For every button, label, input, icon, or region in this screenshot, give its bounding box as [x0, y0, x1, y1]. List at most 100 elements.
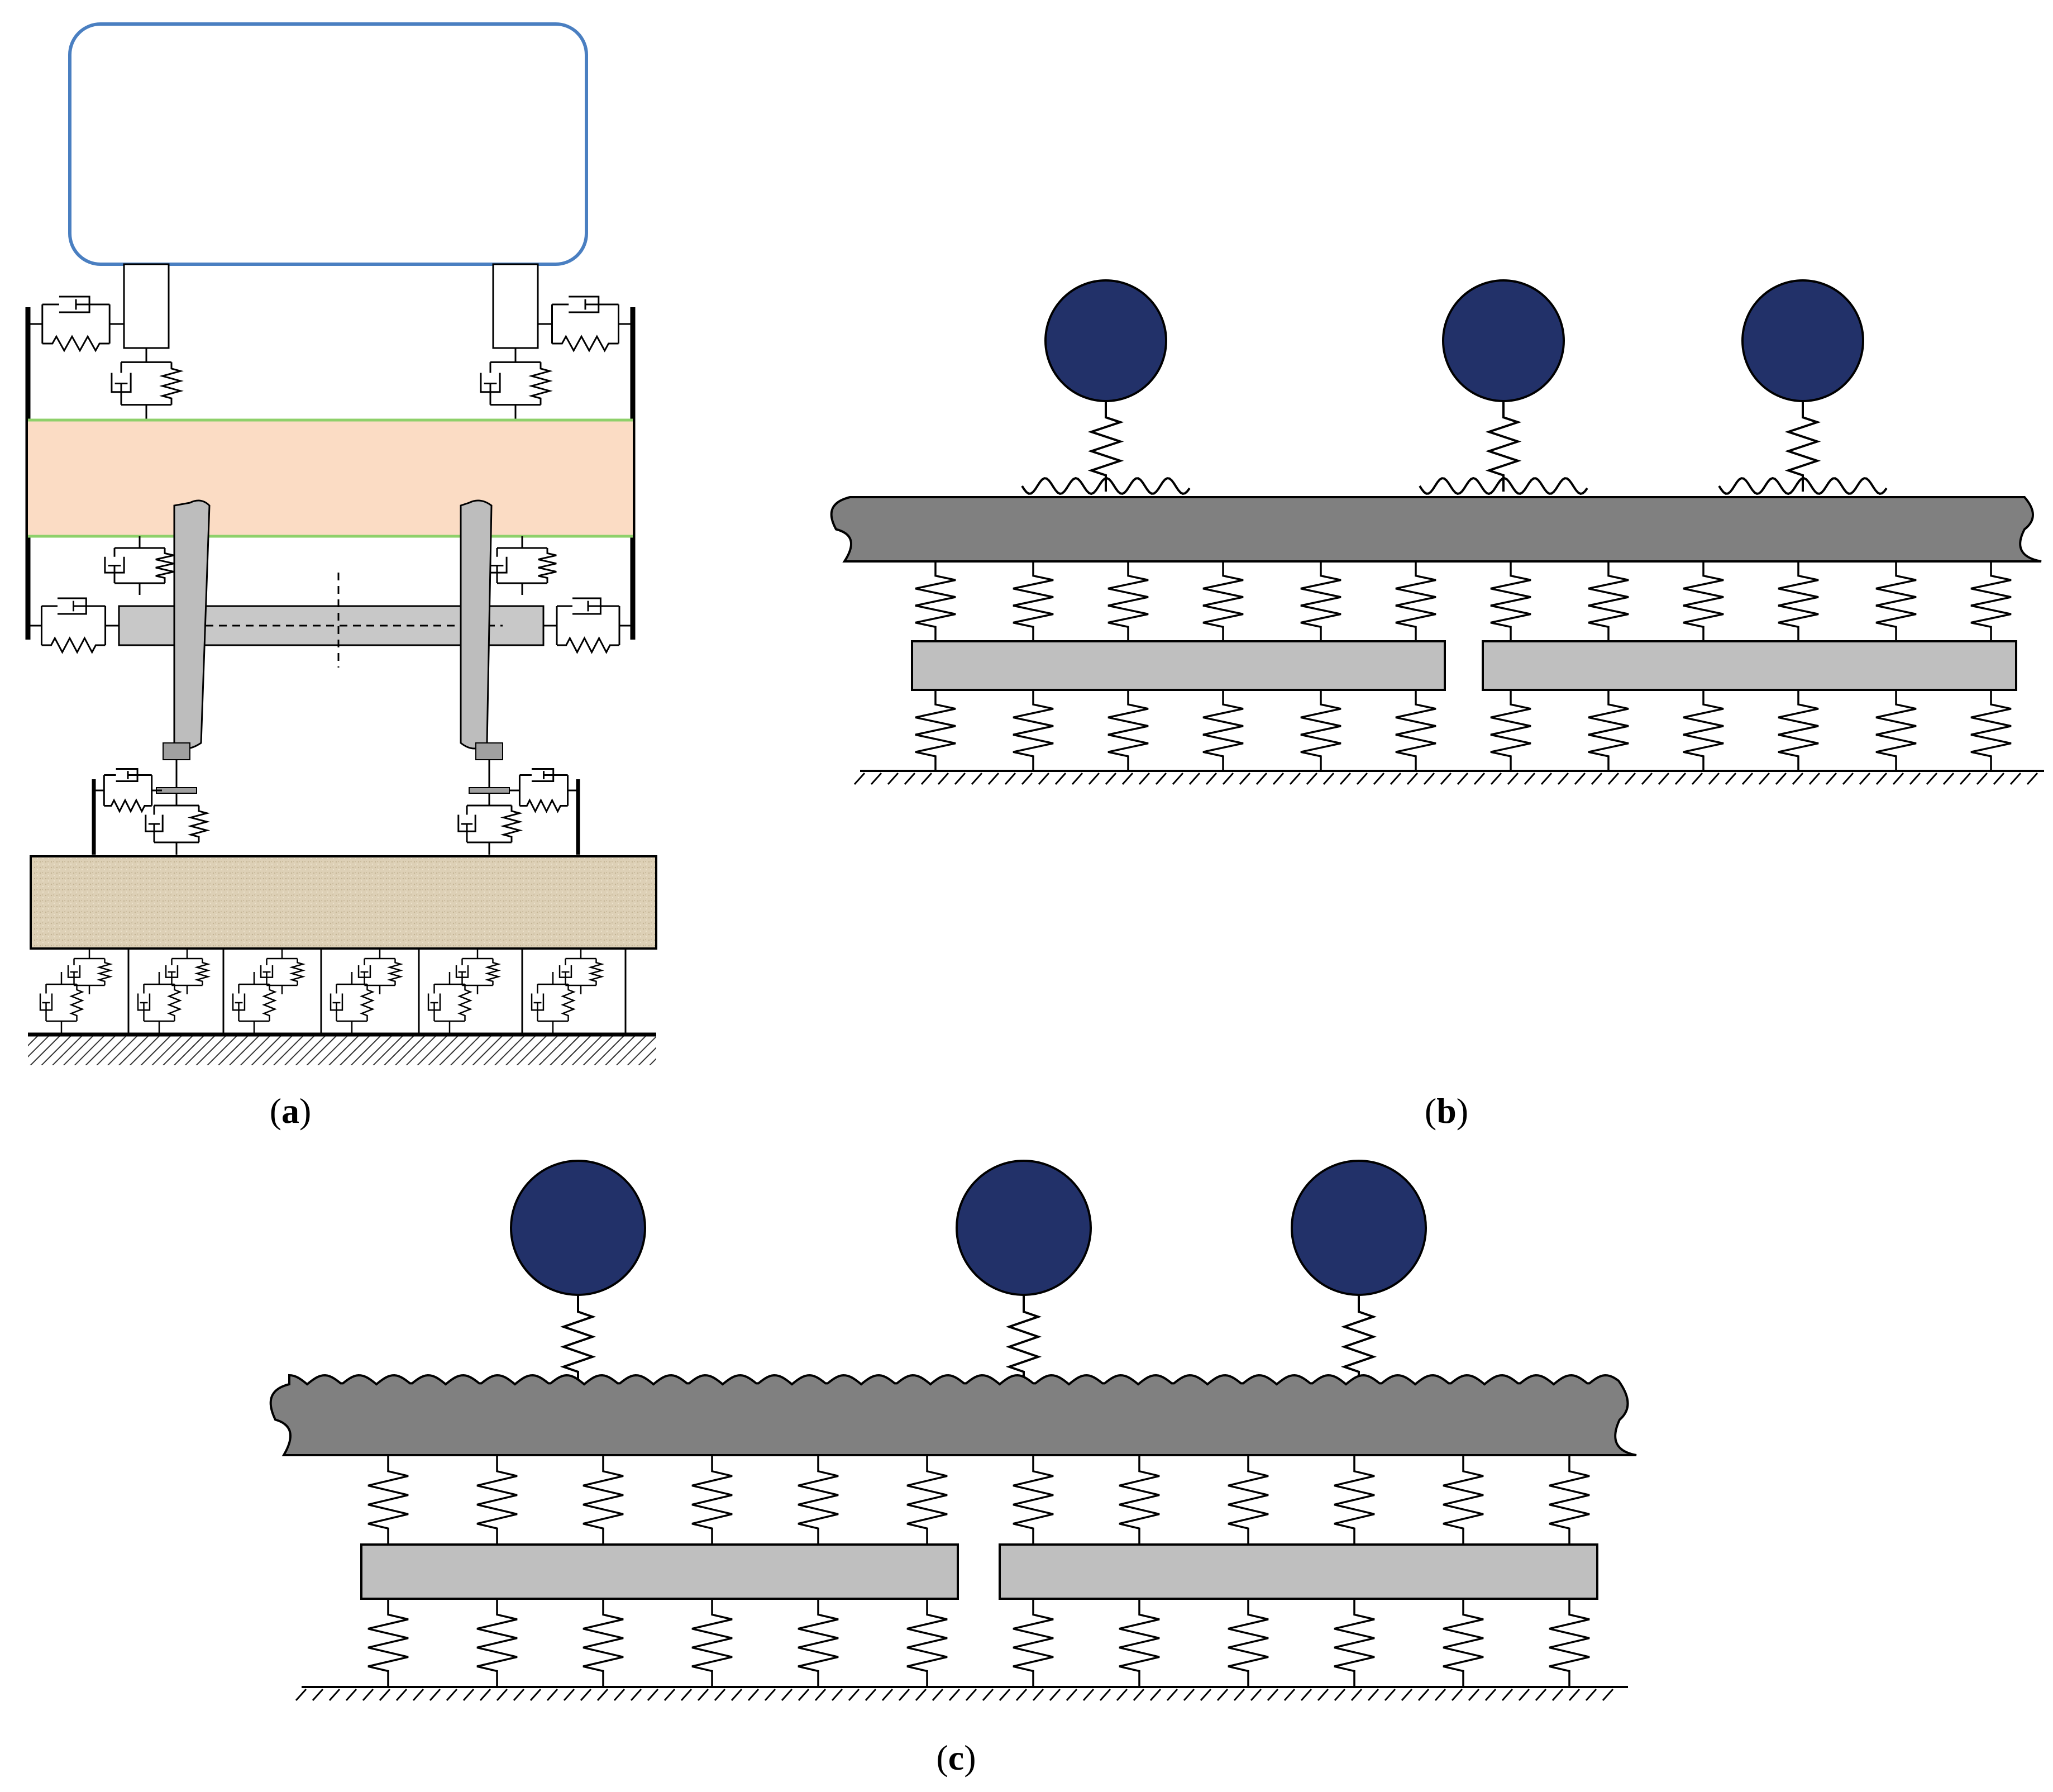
rail-pad-spring-icon [1334, 1455, 1375, 1545]
wheel-mass-icon [1044, 279, 1167, 402]
ballast-spring-icon [1443, 1599, 1484, 1687]
panel-a-vehicle-model [25, 22, 657, 1065]
spring-damper-icon [457, 793, 523, 855]
spring-damper-icon [28, 597, 119, 654]
wheel-mass-icon [1442, 279, 1565, 402]
ballast-spring-icon [1875, 690, 1917, 771]
spring-damper-icon [67, 950, 113, 994]
rail-pad-spring-icon [367, 1455, 409, 1545]
contact-spring-icon [1485, 401, 1522, 492]
ballast-spring-icon [915, 690, 956, 771]
ground-hatch-icon [28, 1035, 656, 1065]
ballast-spring-icon [1490, 690, 1531, 771]
rail-pad-spring-icon [1778, 561, 1819, 641]
rail-beam [830, 496, 2042, 563]
spring-damper-icon [28, 296, 124, 352]
sleeper-block [360, 1543, 959, 1600]
spring-damper-icon [480, 348, 553, 419]
left-rail-head [163, 742, 190, 760]
spring-damper-icon [39, 972, 84, 1033]
rail-pad-spring-icon [1228, 1455, 1269, 1545]
ballast-slab [30, 855, 657, 950]
rail-pad-spring-icon [583, 1455, 624, 1545]
right-wheel [460, 499, 493, 750]
panel-a-caption: (a) [270, 1091, 312, 1131]
sleeper-block [1482, 640, 2017, 691]
spring-damper-icon [427, 972, 472, 1033]
ballast-spring-icon [1334, 1599, 1375, 1687]
ballast-spring-icon [1970, 690, 2012, 771]
sleeper-block [911, 640, 1446, 691]
rail-pad-spring-icon [1443, 1455, 1484, 1545]
ballast-spring-icon [798, 1599, 839, 1687]
contact-spring-icon [1087, 401, 1124, 492]
wheel-mass-icon [1741, 279, 1864, 402]
ballast-spring-icon [367, 1599, 409, 1687]
panel-c-track-model-corrugated [269, 1160, 1637, 1702]
spring-damper-icon [145, 793, 211, 855]
rail-pad-spring-icon [476, 1455, 518, 1545]
ballast-spring-icon [476, 1599, 518, 1687]
bolster-right [492, 263, 539, 349]
spring-damper-icon [558, 950, 604, 994]
right-rail-foot [469, 787, 510, 794]
rail-roughness [1718, 476, 1888, 495]
wheel-mass-icon [510, 1160, 646, 1296]
ballast-spring-icon [1395, 690, 1436, 771]
car-body [68, 22, 588, 266]
wheel-mass-icon [956, 1160, 1092, 1296]
rail-pad-spring-icon [915, 561, 956, 641]
rail-beam [269, 1374, 1637, 1456]
rail-pad-spring-icon [1013, 1455, 1054, 1545]
ballast-spring-icon [1013, 690, 1054, 771]
spring-damper-icon [509, 768, 578, 813]
left-wheel [173, 499, 211, 750]
rail-pad-spring-icon [1549, 1455, 1590, 1545]
spring-damper-icon [357, 950, 403, 994]
rail-pad-spring-icon [1970, 561, 2012, 641]
contact-spring-icon [1784, 401, 1821, 492]
rail-pad-spring-icon [1119, 1455, 1160, 1545]
right-rail-head [475, 742, 503, 760]
ballast-spring-icon [583, 1599, 624, 1687]
wheel-mass-icon [1291, 1160, 1427, 1296]
ballast-spring-icon [1300, 690, 1341, 771]
contact-spring-icon [1005, 1295, 1042, 1389]
spring-damper-icon [260, 950, 305, 994]
contact-spring-icon [1340, 1295, 1377, 1389]
spring-damper-icon [531, 972, 576, 1033]
ballast-spring-icon [906, 1599, 948, 1687]
rail-roughness [1021, 476, 1191, 495]
ground-hatch-icon [853, 770, 2044, 785]
ballast-spring-icon [1549, 1599, 1590, 1687]
rail-roughness [1419, 476, 1588, 495]
rail-pad-spring-icon [1490, 561, 1531, 641]
rail-pad-spring-icon [1875, 561, 1917, 641]
contact-spring-icon [560, 1295, 596, 1389]
spring-damper-icon [232, 972, 277, 1033]
spring-damper-icon [104, 536, 174, 595]
rail-pad-spring-icon [1013, 561, 1054, 641]
rail-pad-spring-icon [691, 1455, 733, 1545]
ballast-spring-icon [1588, 690, 1629, 771]
ballast-spring-icon [1119, 1599, 1160, 1687]
rail-pad-spring-icon [1683, 561, 1724, 641]
sleeper-block [999, 1543, 1598, 1600]
panel-b-track-model [830, 279, 2044, 785]
bolster-left [123, 263, 170, 349]
rail-pad-spring-icon [1300, 561, 1341, 641]
rail-pad-spring-icon [1395, 561, 1436, 641]
spring-damper-icon [330, 972, 375, 1033]
ballast-spring-icon [1683, 690, 1724, 771]
panel-b-caption: (b) [1425, 1091, 1468, 1131]
rail-pad-spring-icon [1202, 561, 1244, 641]
rail-pad-spring-icon [1588, 561, 1629, 641]
spring-damper-icon [94, 768, 162, 813]
ballast-spring-icon [1778, 690, 1819, 771]
ground-hatch-icon [295, 1686, 1628, 1702]
bogie-frame [28, 420, 633, 536]
spring-damper-icon [486, 536, 557, 595]
spring-damper-icon [165, 950, 211, 994]
spring-damper-icon [137, 972, 182, 1033]
